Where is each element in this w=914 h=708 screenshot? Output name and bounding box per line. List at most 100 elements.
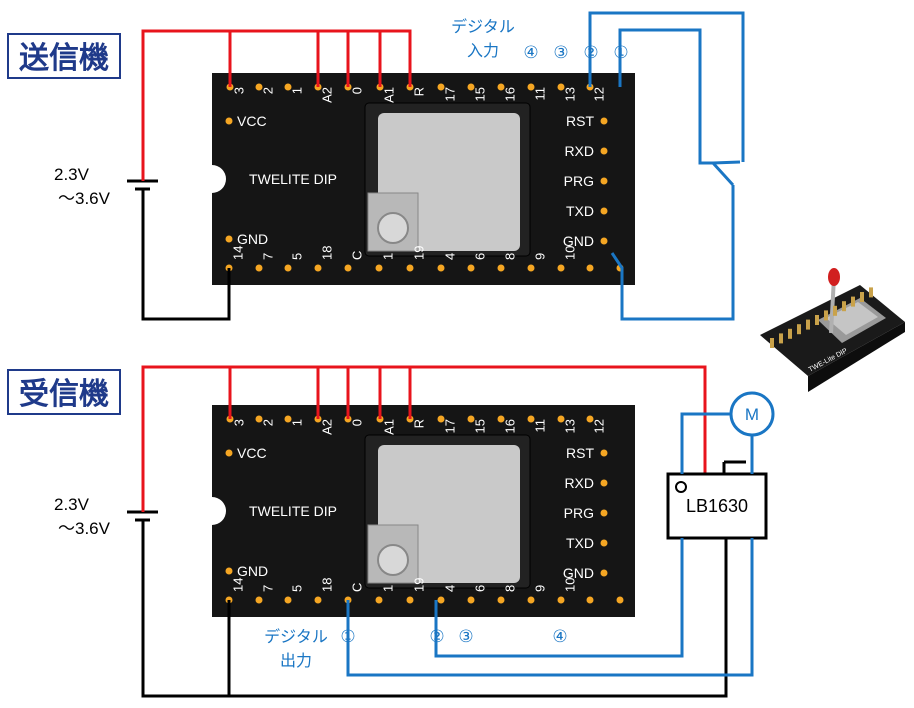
bottom-pin-dot <box>437 264 445 272</box>
bottom-pin-label: 7 <box>260 253 275 260</box>
top-pin-label: 15 <box>472 87 487 101</box>
transmitter-input-num-2: ② <box>583 43 598 63</box>
top-pin-label: 12 <box>591 87 606 101</box>
bottom-pin-dot <box>406 264 414 272</box>
right-pin-label: TXD <box>566 535 594 551</box>
top-pin-label: 2 <box>260 419 275 426</box>
right-pin-dot <box>600 117 608 125</box>
top-pin-dot <box>284 83 292 91</box>
top-pin-label: 12 <box>591 419 606 433</box>
top-pin-label: A1 <box>381 419 396 435</box>
right-pin-label: PRG <box>564 505 594 521</box>
receiver-ground-wires <box>141 460 746 698</box>
top-pin-label: 16 <box>502 419 517 433</box>
board-name-label: TWELITE DIP <box>249 171 337 187</box>
top-pin-label: 13 <box>562 419 577 433</box>
bottom-pin-dot <box>497 596 505 604</box>
transmitter-input-num-3: ③ <box>553 43 568 63</box>
top-pin-label: 17 <box>442 419 457 433</box>
left-pin-dot <box>225 449 233 457</box>
right-pin-label: TXD <box>566 203 594 219</box>
receiver-output-num-1: ① <box>340 627 355 647</box>
module-photo: TWE-Lite DIP <box>760 268 905 392</box>
bottom-pin-label: 18 <box>319 246 334 260</box>
receiver-output-label-1: デジタル <box>264 627 328 646</box>
top-pin-label: 0 <box>349 419 364 426</box>
receiver-title: 受信機 <box>19 377 109 412</box>
top-pin-dot <box>255 83 263 91</box>
bottom-pin-label: 7 <box>260 585 275 592</box>
bottom-pin-dot <box>314 264 322 272</box>
top-pin-label: R <box>411 87 426 96</box>
photo-pin <box>797 324 801 335</box>
photo-pin <box>833 305 837 316</box>
top-pin-label: 1 <box>289 419 304 426</box>
bottom-pin-label: 8 <box>502 585 517 592</box>
bottom-pin-label: 4 <box>442 253 457 260</box>
driver-chip-label: LB1630 <box>686 496 748 516</box>
bottom-pin-dot <box>284 596 292 604</box>
top-pin-label: 0 <box>349 87 364 94</box>
bottom-pin-label: 19 <box>411 578 426 592</box>
photo-shield <box>826 302 878 335</box>
right-pin-label: RST <box>566 113 594 129</box>
bottom-pin-label: 14 <box>230 578 245 592</box>
photo-pin-strip <box>770 287 873 348</box>
bottom-pin-label: 9 <box>532 253 547 260</box>
bottom-pin-label: 18 <box>319 578 334 592</box>
bottom-pin-dot <box>527 264 535 272</box>
bottom-pin-label: 1 <box>380 585 395 592</box>
top-pin-dot <box>284 415 292 423</box>
bottom-pin-dot <box>255 264 263 272</box>
receiver-voltage-2: ～3.6V <box>58 519 111 538</box>
top-pin-dot <box>467 415 475 423</box>
photo-pin <box>770 338 774 348</box>
photo-antenna <box>829 276 836 334</box>
photo-pin <box>824 310 828 321</box>
top-pin-label: 17 <box>442 87 457 101</box>
bottom-pin-dot <box>467 596 475 604</box>
transmitter-input-num-1: ① <box>613 43 628 63</box>
top-pin-label: 3 <box>231 419 246 426</box>
antenna-connector <box>377 212 409 244</box>
bottom-pin-label: C <box>349 251 364 260</box>
motor-label: M <box>745 405 759 424</box>
top-pin-label: 3 <box>231 87 246 94</box>
left-pin-label: GND <box>237 231 268 247</box>
bottom-pin-dot <box>586 264 594 272</box>
right-pin-dot <box>600 539 608 547</box>
bottom-pin-label: 10 <box>562 246 577 260</box>
photo-pin <box>842 301 846 312</box>
right-pin-dot <box>600 509 608 517</box>
left-pin-label: VCC <box>237 445 267 461</box>
bottom-pin-label: C <box>349 583 364 592</box>
bottom-pin-label: 10 <box>562 578 577 592</box>
photo-pin <box>779 333 783 344</box>
bottom-pin-label: 5 <box>289 585 304 592</box>
top-pin-dot <box>255 415 263 423</box>
top-pin-dot <box>497 83 505 91</box>
right-pin-label: PRG <box>564 173 594 189</box>
top-pin-label: 1 <box>289 87 304 94</box>
left-pin-label: VCC <box>237 113 267 129</box>
top-pin-dot <box>527 83 535 91</box>
right-pin-dot <box>600 177 608 185</box>
left-pin-dot <box>225 235 233 243</box>
transmitter-power-wires <box>141 29 412 181</box>
bottom-pin-label: 6 <box>472 253 487 260</box>
top-pin-label: A2 <box>319 87 334 103</box>
receiver-power-wires <box>141 365 707 512</box>
right-pin-dot <box>600 449 608 457</box>
receiver-output-num-4: ④ <box>552 627 567 647</box>
top-pin-dot <box>437 415 445 423</box>
bottom-pin-dot <box>497 264 505 272</box>
right-pin-label: RST <box>566 445 594 461</box>
photo-pin <box>788 328 792 339</box>
